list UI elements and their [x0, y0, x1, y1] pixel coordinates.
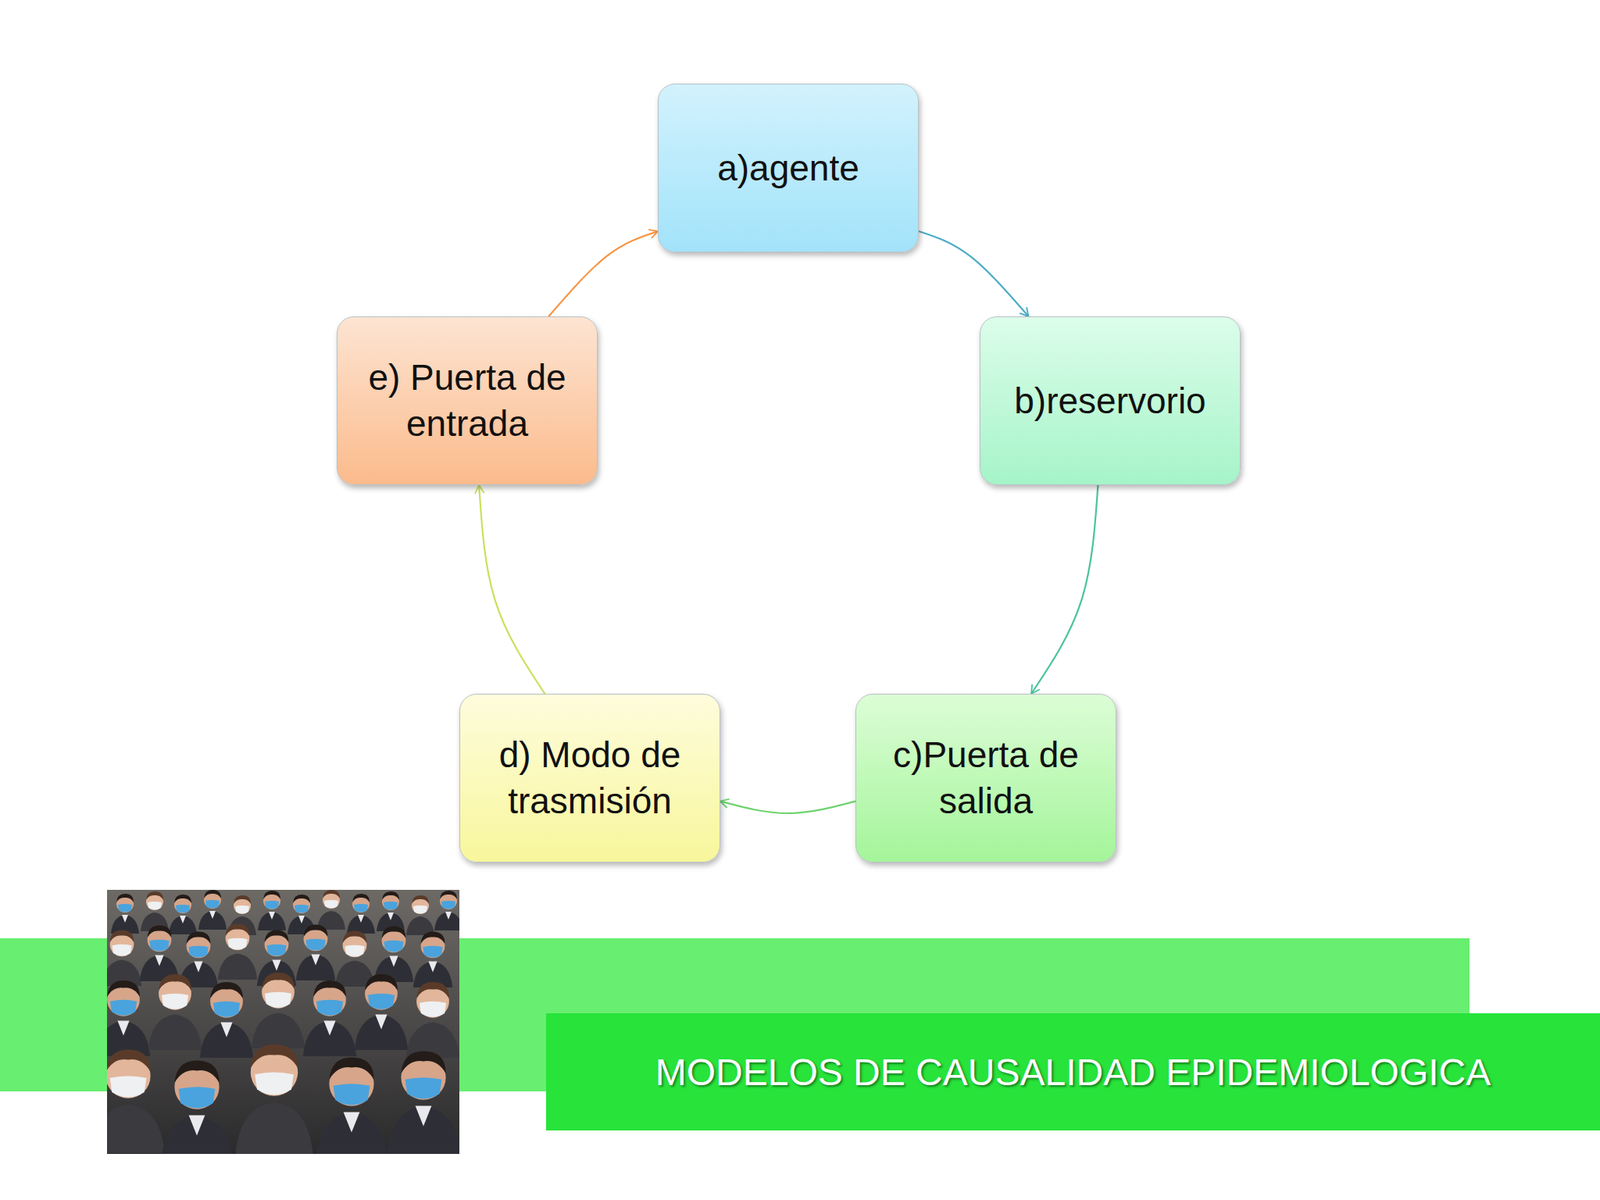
person: [139, 925, 179, 982]
person: [168, 894, 197, 935]
box-label: a)agente: [717, 145, 860, 192]
cycle-arrow: [918, 231, 1029, 317]
person: [235, 1044, 314, 1154]
person: [217, 924, 258, 980]
person: [354, 974, 408, 1050]
person: [346, 893, 375, 934]
person: [107, 1049, 165, 1154]
person: [296, 925, 336, 981]
person: [406, 895, 435, 936]
slide-title: MODELOS DE CAUSALIDAD EPIDEMIOLOGICA: [655, 1050, 1492, 1094]
person: [314, 1057, 389, 1154]
person: [140, 891, 169, 932]
person: [200, 982, 254, 1058]
cycle-arrow: [720, 801, 856, 814]
person: [303, 980, 357, 1057]
person: [386, 1050, 460, 1154]
person: [257, 890, 286, 931]
person: [406, 982, 460, 1058]
person: [317, 889, 346, 930]
person: [148, 974, 202, 1050]
process-box: c)Puerta de salida: [855, 693, 1117, 863]
title-band: [546, 1013, 1600, 1131]
person: [160, 1060, 234, 1154]
title-band-text: MODELOS DE CAUSALIDAD EPIDEMIOLOGICA: [546, 1013, 1600, 1131]
process-box: b)reservorio: [979, 316, 1241, 486]
crowd-group: [107, 889, 460, 1154]
cycle-arrow: [1031, 485, 1098, 694]
box-label: e) Puerta de entrada: [353, 354, 582, 447]
person: [374, 926, 414, 983]
person: [376, 891, 405, 932]
person: [110, 893, 140, 934]
box-label: d) Modo de trasmisión: [475, 732, 704, 825]
cycle-arrow: [548, 231, 658, 317]
person: [413, 932, 453, 988]
photo-background: [107, 889, 460, 1154]
process-box: e) Puerta de entrada: [336, 316, 598, 486]
person: [434, 890, 460, 931]
box-label: c)Puerta de salida: [871, 732, 1100, 825]
process-box: a)agente: [657, 83, 919, 253]
person: [107, 980, 150, 1057]
box-label: b)reservorio: [1014, 378, 1206, 425]
person: [335, 931, 375, 987]
process-box: d) Modo de trasmisión: [459, 693, 721, 863]
person: [251, 972, 305, 1049]
person: [107, 930, 142, 986]
cycle-arrow: [478, 485, 545, 694]
person: [198, 889, 227, 930]
